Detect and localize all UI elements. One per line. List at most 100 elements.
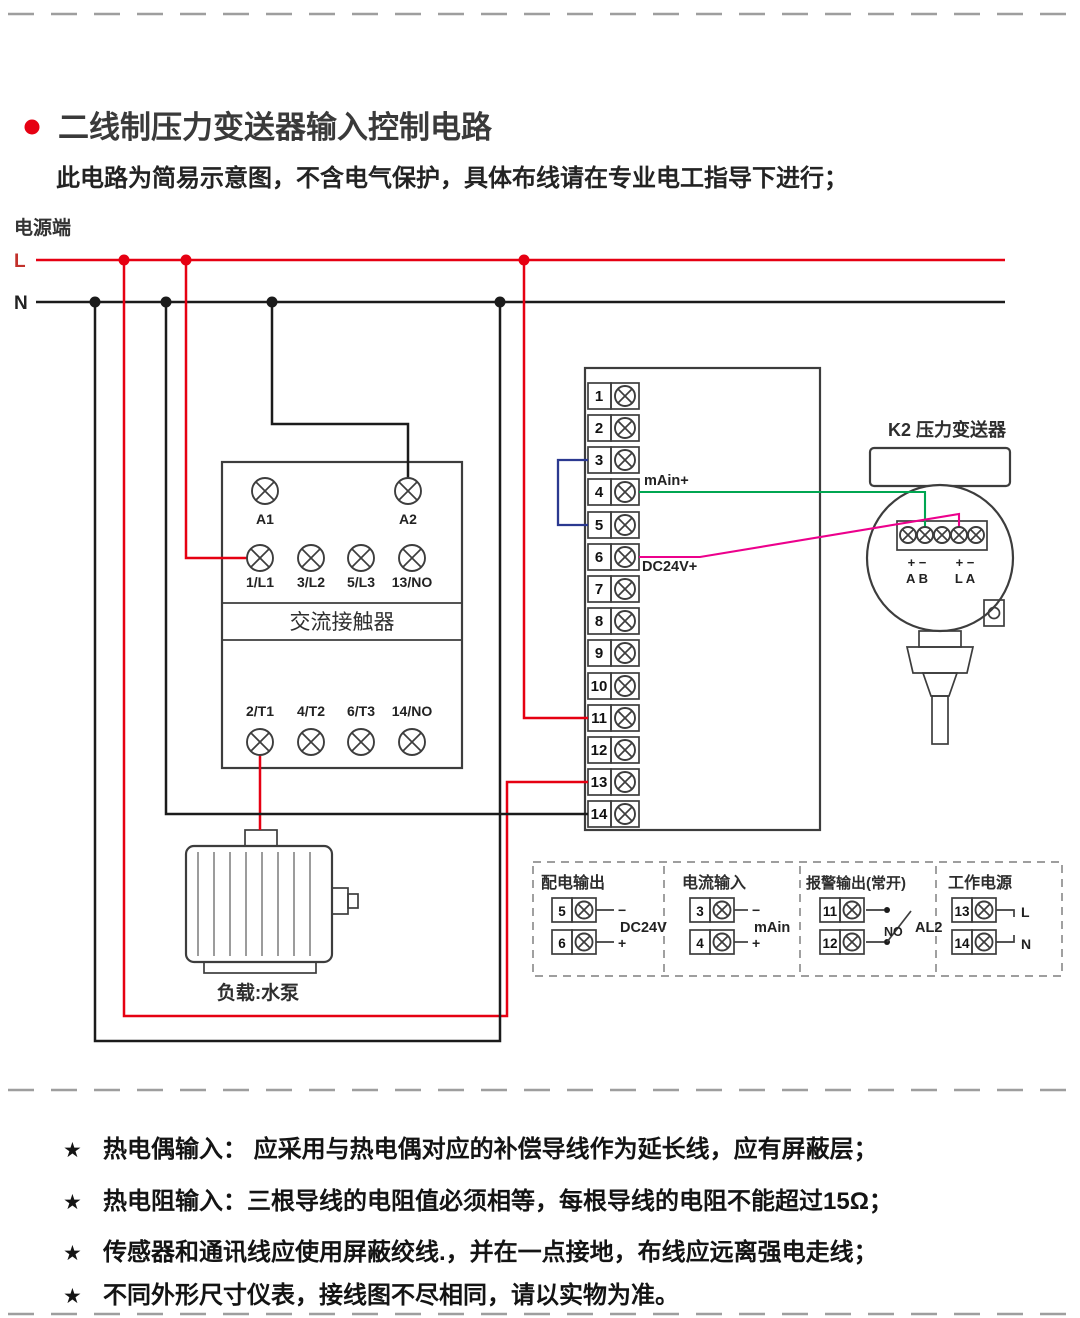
contactor-in-screw-icon (398, 544, 426, 572)
legend-alarm-output: 报警输出(常开) 11 12 NO AL2 (806, 874, 942, 955)
wire-dc24v-signal-magenta (639, 512, 961, 559)
junction-dot (266, 296, 278, 308)
contactor-in-screw-icon (246, 544, 274, 572)
line-l-label: L (14, 251, 26, 272)
legend-dist-output: 配电输出 5 6 − + DC24V (541, 873, 667, 955)
wire-main-signal-green (639, 490, 927, 527)
page-subtitle: 此电路为简易示意图，不含电气保护，具体布线请在专业电工指导下进行； (56, 164, 848, 192)
terminal-number: 10 (591, 678, 608, 695)
legend-work-power: 工作电源 13 14 L N (948, 873, 1031, 955)
transmitter-screw-icon (933, 526, 951, 544)
transmitter-neck (918, 630, 962, 648)
wire-n-return-ring (93, 302, 502, 1043)
terminal-screw-icon (614, 771, 636, 793)
legend-title: 报警输出(常开) (806, 874, 906, 892)
transmitter-stem (931, 695, 949, 745)
transmitter-screw-icon (950, 526, 968, 544)
terminal-strip-screws (614, 385, 636, 825)
terminal-number: 12 (591, 742, 608, 759)
svg-text:−: − (752, 902, 760, 918)
contactor-out-screw-icon (246, 728, 274, 756)
coil-a1-screw-icon (251, 477, 279, 505)
main-signal-label: mAin+ (644, 473, 689, 489)
terminal-screw-icon (614, 675, 636, 697)
svg-text:+: + (752, 935, 760, 951)
coil-a1-label: A1 (256, 511, 274, 527)
contactor-out-screw-icon (347, 728, 375, 756)
terminal-screw-icon (614, 642, 636, 664)
terminal-screw-icon (614, 417, 636, 439)
junction-dot (518, 254, 530, 266)
contactor-screws (246, 477, 426, 756)
legend-title: 电流输入 (682, 873, 746, 892)
wire-n-to-terminal-14 (164, 302, 588, 816)
contactor-in-label: 1/L1 (246, 574, 274, 590)
legend-screw-icon (574, 932, 594, 952)
transmitter-body (865, 446, 1015, 745)
transmitter-terminal-strip (896, 520, 988, 551)
coil-a2-screw-icon (394, 477, 422, 505)
terminal-number: 13 (591, 774, 608, 791)
transmitter-title: K2 压力变送器 (888, 419, 1007, 440)
star-icon: ★ (63, 1139, 82, 1162)
terminal-number: 3 (595, 452, 603, 469)
terminal-screw-icon (614, 803, 636, 825)
transmitter-letters-left: A B (906, 571, 928, 586)
terminal-screw-icon (614, 481, 636, 503)
contactor-out-label: 4/T2 (297, 703, 325, 719)
motor-body (184, 829, 359, 974)
dc24v-signal-label: DC24V+ (642, 559, 697, 575)
contactor-in-screw-icon (297, 544, 325, 572)
note-line-1: 热电偶输入： 应采用与热电偶对应的补偿导线作为延长线，应有屏蔽层； (103, 1135, 878, 1163)
transmitter-vent-plug (983, 599, 1005, 627)
contactor-title: 交流接触器 (290, 611, 395, 634)
star-icon: ★ (63, 1191, 82, 1214)
title-bullet-icon (24, 119, 40, 135)
motor-shaft (331, 887, 349, 915)
legend: 配电输出 5 6 − + DC24V 电流输入 3 4 − + mAin (532, 861, 1063, 977)
note-line-4: 不同外形尺寸仪表，接线图不尽相同，请以实物为准。 (103, 1281, 679, 1309)
power-terminal-label: 电源端 (14, 216, 71, 239)
motor-junction-box (244, 829, 278, 847)
page-title: 二线制压力变送器输入控制电路 (58, 110, 493, 145)
legend-no-label: NO (884, 925, 903, 939)
terminal-screw-icon (614, 385, 636, 407)
contactor-in-screw-icon (347, 544, 375, 572)
transmitter-signs-left: + − (908, 555, 927, 570)
transmitter-screws (899, 526, 985, 544)
svg-text:L: L (1021, 904, 1030, 920)
notes: ★ 热电偶输入： 应采用与热电偶对应的补偿导线作为延长线，应有屏蔽层； ★ 热电… (63, 1135, 893, 1309)
legend-screw-icon (842, 900, 862, 920)
terminal-number: 5 (595, 517, 603, 534)
terminal-screw-icon (614, 707, 636, 729)
transmitter-cap (868, 446, 1012, 488)
transmitter-signs-right: + − (956, 555, 975, 570)
legend-screw-icon (712, 900, 732, 920)
terminal-number: 9 (595, 645, 603, 662)
contactor-out-label: 6/T3 (347, 703, 375, 719)
terminal-screw-icon (614, 449, 636, 471)
legend-switch-arm (886, 910, 912, 943)
terminal-number: 14 (591, 806, 608, 823)
junction-dot (89, 296, 101, 308)
terminal-screw-icon (614, 610, 636, 632)
terminal-number: 7 (595, 581, 603, 598)
terminal-number: 11 (591, 710, 607, 727)
svg-text:4: 4 (696, 936, 704, 951)
junction-dot (160, 296, 172, 308)
wire-l-to-contactor-input (184, 260, 247, 560)
legend-current-label: mAin (754, 920, 790, 936)
legend-current-input: 电流输入 3 4 − + mAin (682, 873, 790, 955)
svg-text:13: 13 (954, 904, 970, 919)
transmitter-taper (921, 672, 959, 697)
svg-text:−: − (618, 902, 626, 918)
svg-text:N: N (1021, 936, 1031, 952)
legend-screw-icon (974, 932, 994, 952)
svg-text:5: 5 (558, 904, 566, 919)
note-line-3: 传感器和通讯线应使用屏蔽绞线.，并在一点接地，布线应远离强电走线； (102, 1238, 878, 1266)
header: 二线制压力变送器输入控制电路 此电路为简易示意图，不含电气保护，具体布线请在专业… (24, 110, 848, 192)
star-icon: ★ (63, 1242, 82, 1265)
terminal-screw-icon (614, 546, 636, 568)
transmitter-screw-icon (899, 526, 917, 544)
